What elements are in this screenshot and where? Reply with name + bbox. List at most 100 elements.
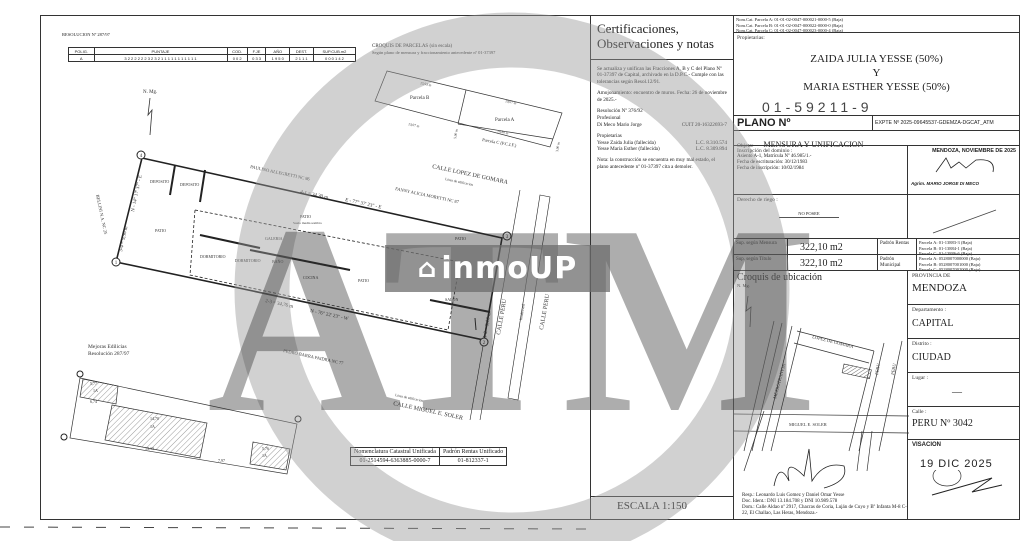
inscripcion-line: Asiento A-1, Matrícula Nº 46.985/1.-	[737, 154, 812, 159]
certificaciones-title: Certificaciones, Observaciones y notas	[597, 21, 714, 51]
responsible-signature-icon	[773, 448, 846, 489]
padron-municipal-label: Padrón Municipal	[880, 257, 901, 268]
nom-cat-line: Nom.Cat. Parcela B: 01-01-02-0047-000022…	[736, 22, 843, 28]
owner-1: ZAIDA JULIA YESSE (50%)	[810, 53, 943, 65]
owner-2: MARIA ESTHER YESSE (50%)	[803, 81, 950, 93]
map-street-label: PERU	[874, 362, 881, 375]
mejora-label: 14,70	[150, 416, 159, 422]
cancel-slash	[932, 209, 997, 234]
provincia-label: PROVINCIA DE	[912, 273, 951, 279]
map-street-label: LOPEZ DE GOMARA	[812, 334, 855, 349]
signature-date: MENDOZA, NOVIEMBRE DE 2025	[932, 148, 1016, 154]
dim-label: 19,07 m	[505, 99, 518, 106]
street-labels: CALLE LOPEZ DE GOMARA CALLE PERU CALLE P…	[393, 164, 552, 422]
visacion-date-stamp: 19 DIC 2025	[920, 458, 993, 470]
room-label: DEPOSITO	[150, 179, 169, 184]
vertex-label: 1	[115, 261, 118, 266]
scan-edge	[0, 526, 590, 530]
dim-label: N - 76° 22' 23" - W	[310, 309, 349, 322]
mejora-label: 1A	[93, 388, 98, 393]
boulevard-label: boulevard	[518, 304, 526, 321]
note-label: Propietarias	[597, 133, 622, 140]
calle-value: PERU Nº 3042	[912, 418, 973, 429]
dim-label: 15,93 m	[420, 81, 433, 88]
croquis-north-label: N. Mg.	[737, 283, 750, 288]
note-label: Profesional	[597, 115, 621, 122]
mejora-label: 13,13	[145, 446, 154, 452]
note-text: Se actualiza y unifican las Fracciones A…	[597, 66, 724, 85]
stamp-number: 01-59211-9	[762, 99, 873, 115]
documentos: Doc. Ident.: DNI 13.184.708 y DNI 10.989…	[742, 499, 838, 504]
mejora-label: 5,77	[90, 381, 97, 387]
provincia-value: MENDOZA	[912, 282, 967, 294]
departamento-label: Departamento :	[912, 307, 947, 313]
padron-rentas-label: Padrón Rentas	[880, 241, 910, 246]
room-label: SALON	[445, 297, 458, 302]
room-label: DORMITORIO	[200, 254, 226, 259]
room-label: GALERIA	[265, 236, 283, 241]
sup-titulo-label: Sup. según Título	[736, 257, 772, 262]
location-map: LOPEZ DE GOMARA METROTRANVIA PERU PERU M…	[734, 295, 909, 489]
survey-drawing: CROQUIS DE PARCELAS (sin escala) Según p…	[0, 44, 590, 530]
sup-mensura-label: Sup. según Mensura	[736, 241, 777, 246]
room-label: COCINA	[303, 275, 318, 280]
dim-label: 13,07 m	[408, 122, 421, 129]
sup-titulo-value: 322,10 m2	[787, 254, 878, 271]
mejoras-resolution: Resolución 287/97	[88, 351, 130, 357]
vertex-label: 3	[506, 235, 509, 240]
linea-edificacion-label: Línea de edificación	[445, 177, 474, 187]
map-street-label: MIGUEL E. SOLER	[789, 422, 827, 427]
croquis-parcelas-subtitle: Según plano de mensura y fraccionamiento…	[372, 50, 496, 55]
room-label: PATIO	[300, 214, 311, 219]
dim-label: 5,00 m	[453, 129, 460, 140]
nom-cat-line: Nom.Cat. Parcela A: 01-01-02-0047-000021…	[736, 17, 843, 22]
visacion-label: VISACION	[912, 442, 942, 448]
street-label: CALLE MIGUEL E. SOLER	[393, 401, 464, 422]
lugar-label: Lugar :	[912, 375, 929, 381]
neighbor-label: PAULINO ALLEGRETTI NC 86	[250, 164, 311, 182]
padron-line: Parcela B: 01-13884-1 (Baja)	[919, 245, 973, 251]
dim-label: 4-1 = 34,30 m	[300, 190, 329, 201]
padron-line: Parcela A: 0528007000000 (Baja)	[919, 256, 981, 261]
mejoras-vertices	[60, 370, 302, 441]
street-label: CALLE PERU	[539, 293, 551, 330]
note-text: Amojonamiento: encuentro de muros. Fecha…	[597, 90, 727, 103]
padron-line: Parcela C: 0528007002000 (Baja)	[919, 267, 981, 272]
objeto-value: MENSURA Y UNIFICACION	[763, 140, 864, 149]
mejora-label: 1A	[262, 453, 267, 458]
map-street-label: METROTRANVIA	[772, 362, 786, 399]
scale-label: ESCALA 1:150	[617, 500, 687, 512]
dim-label: 2-3 = 34,76 m	[265, 299, 294, 310]
calle-label: Calle :	[912, 409, 927, 415]
room-label: DEPOSITO	[180, 182, 199, 187]
title-block: Nom.Cat. Parcela A: 01-01-02-0047-000021…	[733, 15, 1020, 520]
owner-name: Yesse Zaida Julia (fallecida)	[597, 139, 656, 146]
visacion-signature-icon	[931, 465, 1003, 496]
note-text: Nota: la construcción se encuentra en mu…	[597, 157, 716, 170]
parcel-c-label: Parcela C (P.C.I.F.)	[482, 137, 517, 148]
neighbor-label: PEDRO BARRA PAIDRA NC 77	[283, 348, 345, 366]
owner-conjunction: Y	[872, 67, 881, 79]
sup-mensura-value: 322,10 m2	[787, 238, 878, 255]
value-cell: 01-2514594-6363885-0000-7	[350, 456, 440, 466]
distrito-value: CIUDAD	[912, 352, 951, 363]
inmoup-banner: ⌂inmoUP	[385, 245, 610, 292]
departamento-value: CAPITAL	[912, 318, 954, 329]
mejoras-sketch	[69, 377, 298, 475]
resolution-label: RESOLUCION Nº 287/97	[62, 32, 110, 37]
inscripcion-line: Fecha de inscripción: 10/02/1984	[737, 166, 804, 171]
value-cell: 0 0 2	[226, 54, 248, 62]
house-icon: ⌂	[417, 253, 438, 284]
header-cell: Padrón Rentas Unificado	[438, 447, 508, 457]
riego-value: NO POSEE	[779, 211, 839, 218]
room-label: DORMITORIO	[235, 258, 261, 263]
map-street-label: PERU	[890, 362, 897, 375]
mejora-label: 1A	[150, 424, 155, 429]
linea-edificacion-label: Línea de edificación	[395, 393, 424, 403]
agrimensor-name: Agrim. MARIO JORGE DI MECO	[911, 181, 980, 186]
vertex-markers: 1 2 3 4	[111, 150, 512, 347]
responsables: Resp.: Leonardo Luis Gomez y Daniel Omar…	[742, 493, 845, 498]
vertex-label: 4	[140, 154, 143, 159]
